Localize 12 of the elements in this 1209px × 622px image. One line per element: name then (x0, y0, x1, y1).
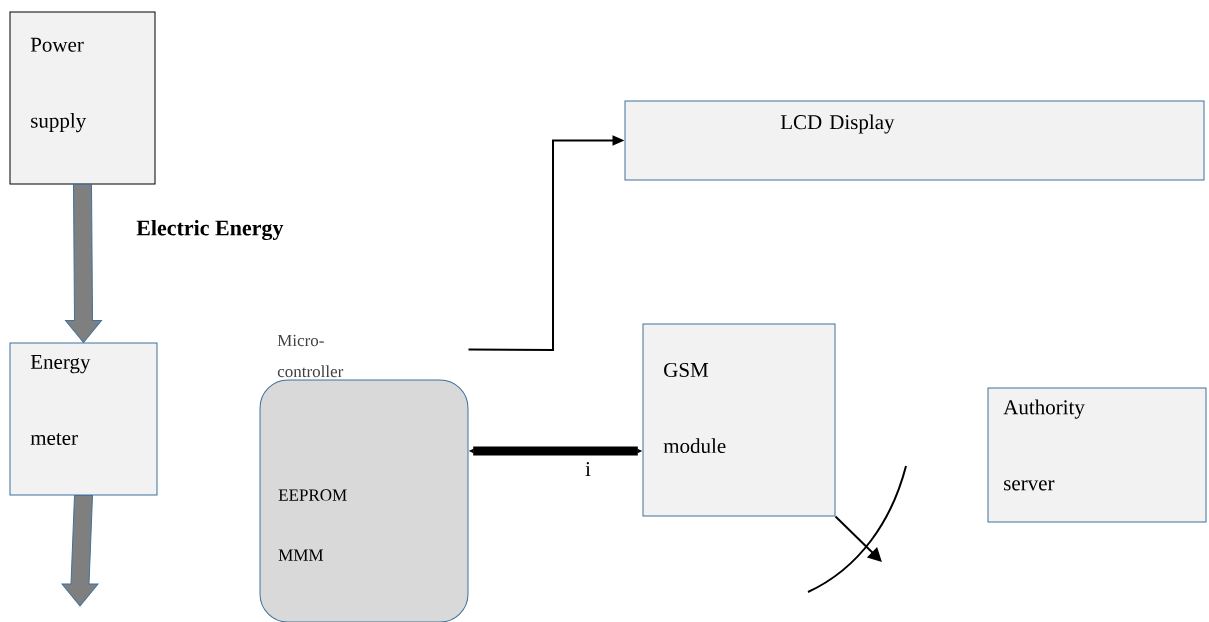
block-arrow (61, 495, 99, 607)
edge-label: i (585, 462, 591, 476)
node-label: Micro- controller (277, 334, 344, 378)
block-box: GSM module (642, 323, 836, 517)
block-box: Authority server (987, 387, 1207, 523)
block-box: Energy meter (9, 342, 158, 496)
arrow (834, 515, 882, 562)
block-arrow (65, 184, 102, 343)
microcontroller-box: Micro- controller EEPROM MMM (259, 334, 469, 622)
block-box: LCD Display (624, 100, 1205, 181)
edge-label: Electric Energy (136, 219, 284, 241)
block-box: Power supply (9, 11, 156, 185)
